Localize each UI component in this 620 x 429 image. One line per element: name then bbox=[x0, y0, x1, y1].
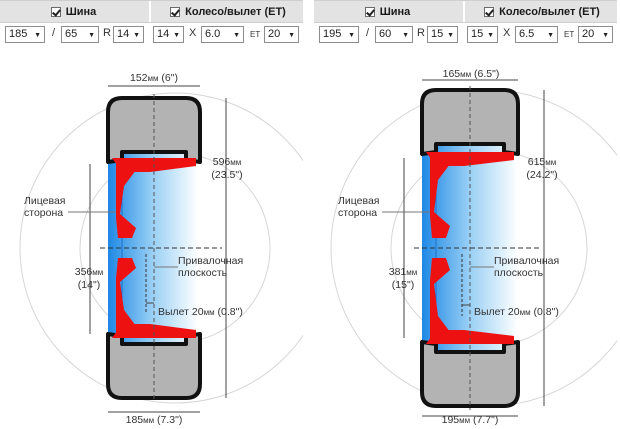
right-tire-panel: Шина Колесо/вылет (ET) 195 / 60 R 15 15 … bbox=[314, 0, 617, 429]
x-label: X bbox=[189, 27, 197, 39]
wheel-header-label: Колесо/вылет (ET) bbox=[499, 5, 600, 18]
tire-rim-select[interactable]: 14 bbox=[113, 26, 144, 43]
outer-diameter-label: 615мм(24.2") bbox=[526, 156, 558, 181]
wheel-header-label: Колесо/вылет (ET) bbox=[185, 5, 286, 18]
wheel-disc bbox=[112, 158, 196, 338]
tire-header-label: Шина bbox=[65, 5, 97, 18]
r-label: R bbox=[103, 27, 111, 39]
r-label: R bbox=[417, 27, 425, 39]
tire-checkbox[interactable] bbox=[364, 6, 375, 17]
background-arc-large bbox=[19, 92, 303, 404]
section-width-label: 195мм (7.7") bbox=[441, 414, 499, 426]
size-controls: 195 / 60 R 15 15 X 6.5 ET 20 bbox=[314, 26, 617, 46]
offset-label: Вылет 20мм (0.8") bbox=[474, 306, 559, 318]
header-bar: Шина Колесо/вылет (ET) bbox=[314, 0, 617, 23]
tread-width-label: 165мм (6.5") bbox=[442, 68, 500, 80]
wheel-width-select[interactable]: 6.5 bbox=[515, 26, 558, 43]
et-label: ET bbox=[564, 30, 575, 39]
wheel-diameter-select[interactable]: 14 bbox=[153, 26, 184, 43]
rim-diameter-label: 381мм(15") bbox=[388, 266, 418, 291]
wheel-et-select[interactable]: 20 bbox=[578, 26, 613, 43]
x-label: X bbox=[503, 27, 511, 39]
tire-rim-select[interactable]: 15 bbox=[427, 26, 458, 43]
section-width-label: 185мм (7.3") bbox=[125, 414, 183, 426]
slash-separator: / bbox=[52, 27, 56, 39]
tire-profile-select[interactable]: 60 bbox=[375, 26, 413, 43]
tire-header-label: Шина bbox=[379, 5, 411, 18]
wheel-checkbox[interactable] bbox=[170, 6, 181, 17]
wheel-header: Колесо/вылет (ET) bbox=[149, 1, 305, 22]
tire-checkbox[interactable] bbox=[50, 6, 61, 17]
wheel-et-select[interactable]: 20 bbox=[264, 26, 299, 43]
wheel-width-select[interactable]: 6.0 bbox=[201, 26, 244, 43]
tire-header: Шина bbox=[314, 1, 461, 22]
offset-label: Вылет 20мм (0.8") bbox=[158, 306, 243, 318]
wheel-disc bbox=[426, 152, 514, 344]
tire-width-select[interactable]: 185 bbox=[5, 26, 45, 43]
rim-diameter-label: 356мм(14") bbox=[74, 266, 104, 291]
tire-profile-select[interactable]: 65 bbox=[61, 26, 99, 43]
left-tire-panel: Шина Колесо/вылет (ET) 185 / 65 R 14 14 … bbox=[0, 0, 303, 429]
slash-separator: / bbox=[366, 27, 370, 39]
size-controls: 185 / 65 R 14 14 X 6.0 ET 20 bbox=[0, 26, 303, 46]
et-label: ET bbox=[250, 30, 261, 39]
header-bar: Шина Колесо/вылет (ET) bbox=[0, 0, 303, 23]
outer-diameter-label: 596мм(23.5") bbox=[211, 156, 243, 181]
wheel-checkbox[interactable] bbox=[484, 6, 495, 17]
tire-width-select[interactable]: 195 bbox=[319, 26, 359, 43]
wheel-diameter-select[interactable]: 15 bbox=[467, 26, 498, 43]
tread-width-label: 152мм (6") bbox=[129, 72, 178, 84]
wheel-header: Колесо/вылет (ET) bbox=[463, 1, 619, 22]
tire-header: Шина bbox=[0, 1, 147, 22]
